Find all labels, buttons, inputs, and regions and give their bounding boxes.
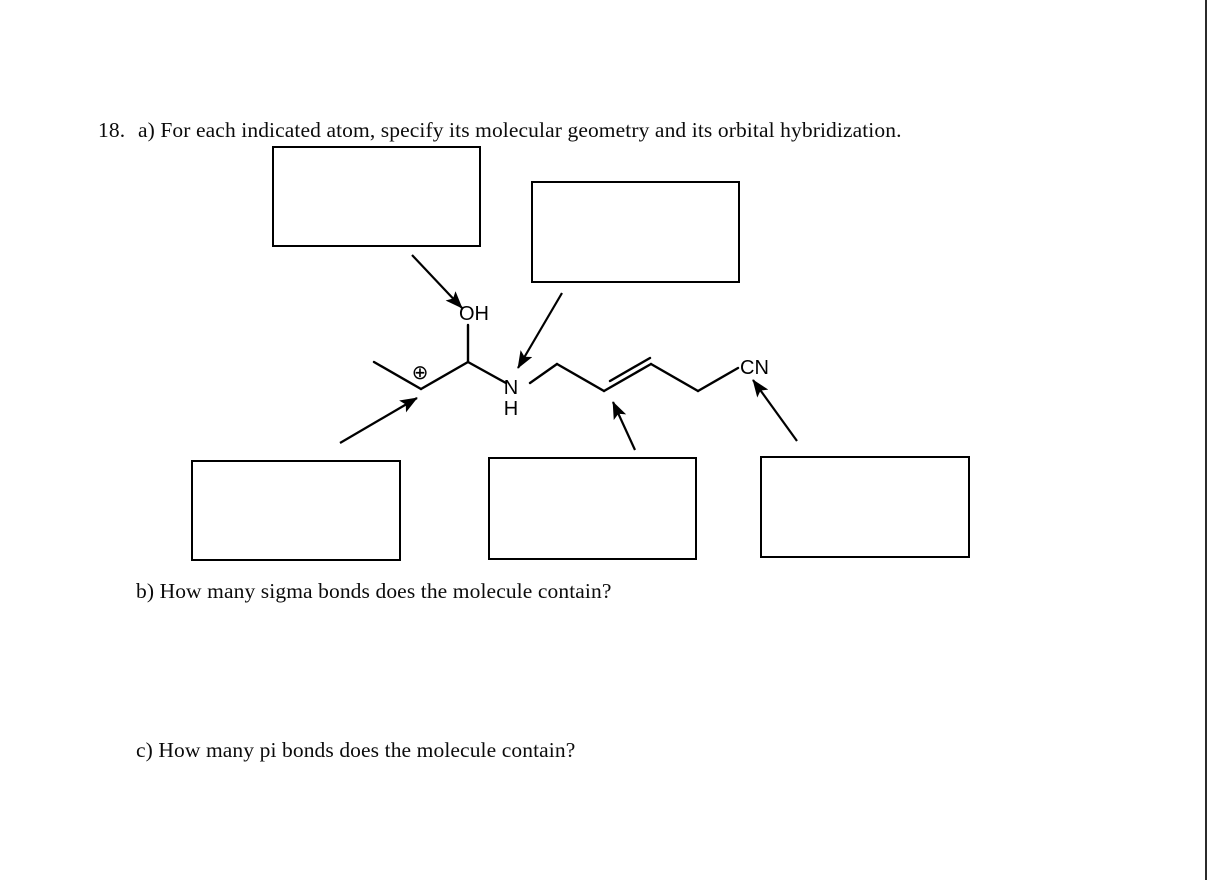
bond-ch2-to-nitrile [696, 366, 740, 393]
answer-box-carbocation[interactable] [191, 460, 401, 561]
bond-alkene-double-main [602, 362, 653, 393]
question-part-c-text: c) How many pi bonds does the molecule c… [136, 738, 576, 762]
answer-box-nitrile[interactable] [760, 456, 970, 558]
arrow-to-hydroxyl [411, 254, 463, 309]
indicator-arrows [339, 254, 798, 451]
bond-skeleton [372, 323, 740, 393]
question-part-b-text: b) How many sigma bonds does the molecul… [136, 579, 612, 603]
answer-box-alkene[interactable] [488, 457, 697, 560]
bond-ch2-to-alkene-c1 [555, 362, 606, 393]
question-number: 18. [98, 118, 126, 142]
question-part-a-text: a) For each indicated atom, specify its … [138, 118, 902, 142]
atom-label-nitrogen: N [504, 377, 518, 399]
atom-label-hydroxyl: OH [459, 303, 489, 325]
bond-carbinol-to-nitrogen [466, 360, 508, 385]
answer-box-hydroxyl[interactable] [272, 146, 481, 247]
positive-charge-icon: ⊕ [412, 362, 429, 384]
bond-alkene-c2-to-ch2 [649, 362, 700, 393]
arrow-to-alkene [612, 401, 636, 451]
bond-nitrogen-to-ch2 [528, 362, 559, 385]
page-edge-rule [1205, 0, 1207, 880]
atom-label-nitrile: CN [740, 357, 769, 379]
atom-label-amine-hydrogen: H [504, 398, 518, 420]
answer-box-nitrogen[interactable] [531, 181, 740, 283]
arrow-to-nitrile [752, 379, 798, 442]
arrow-to-carbocation [339, 397, 418, 444]
bond-cation-to-carbinol [419, 360, 470, 391]
bond-methyl-to-cation [372, 360, 423, 391]
arrow-to-nitrogen [517, 292, 563, 369]
bond-alkene-double-inner [608, 356, 652, 383]
